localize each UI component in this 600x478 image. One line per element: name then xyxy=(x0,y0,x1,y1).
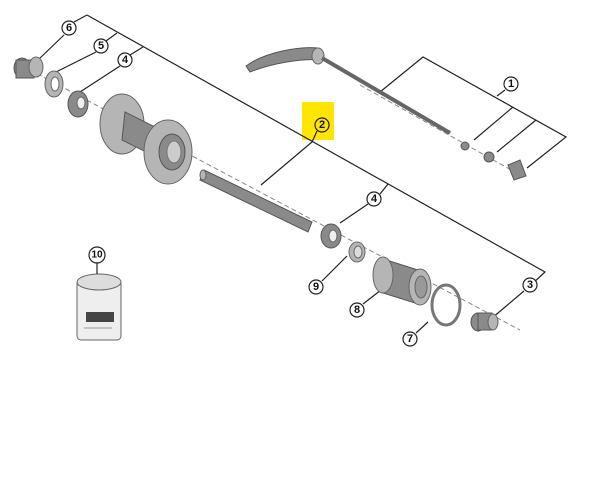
part-5-washer[interactable] xyxy=(44,70,64,98)
leader-2 xyxy=(260,130,318,186)
callout-3[interactable]: 3 xyxy=(522,277,538,293)
leader-6-top xyxy=(73,14,88,23)
leader-9 xyxy=(321,255,348,282)
leader-4-top xyxy=(129,46,144,56)
callout-4[interactable]: 4 xyxy=(117,52,133,68)
part-3-nut[interactable] xyxy=(470,312,499,332)
leader-4b-top xyxy=(379,183,389,195)
svg-text:4: 4 xyxy=(122,54,129,66)
part-2-axle[interactable] xyxy=(199,169,313,233)
leader-1 xyxy=(496,89,506,97)
svg-text:9: 9 xyxy=(313,281,319,293)
leader-4b xyxy=(339,203,369,224)
part-1-quick-release-skewer[interactable] xyxy=(245,47,527,181)
callout-2[interactable]: 2 xyxy=(314,117,330,133)
callout-1[interactable]: 1 xyxy=(503,76,519,92)
svg-text:3: 3 xyxy=(527,279,533,291)
callout-5[interactable]: 5 xyxy=(93,38,109,54)
svg-text:6: 6 xyxy=(66,22,72,34)
bracket-1 xyxy=(379,56,568,169)
leader-5-top xyxy=(105,32,118,42)
callout-10[interactable]: 10 xyxy=(88,246,106,264)
part-9-spacer[interactable] xyxy=(348,241,366,263)
part-10-grease-jar[interactable] xyxy=(76,273,122,341)
leader-8 xyxy=(362,289,382,305)
part-4-bearing[interactable] xyxy=(67,90,89,118)
part-hub-body[interactable] xyxy=(99,93,193,185)
part-8-freehub-body[interactable] xyxy=(372,256,432,306)
callout-9[interactable]: 9 xyxy=(308,279,324,295)
leader-6 xyxy=(37,34,65,61)
part-6-end-cap[interactable] xyxy=(13,56,44,79)
leader-5 xyxy=(49,51,97,76)
part-7-seal-ring[interactable] xyxy=(430,283,462,327)
part-4b-bearing[interactable] xyxy=(320,223,342,249)
svg-text:10: 10 xyxy=(91,250,103,261)
svg-text:1: 1 xyxy=(508,78,514,90)
leader-3 xyxy=(491,290,525,319)
callout-6[interactable]: 6 xyxy=(61,20,77,36)
leader-1a xyxy=(473,106,514,141)
svg-text:5: 5 xyxy=(98,40,104,52)
callout-4b[interactable]: 4 xyxy=(366,191,382,207)
callout-7[interactable]: 7 xyxy=(402,331,418,347)
callout-8[interactable]: 8 xyxy=(349,302,365,318)
leader-1b xyxy=(496,119,537,153)
svg-text:7: 7 xyxy=(407,333,413,345)
svg-text:2: 2 xyxy=(319,119,325,131)
highlight-box[interactable] xyxy=(302,102,334,140)
leader-4 xyxy=(79,65,121,93)
svg-text:4: 4 xyxy=(371,193,378,205)
svg-text:8: 8 xyxy=(354,304,360,316)
leader-7 xyxy=(415,321,429,334)
